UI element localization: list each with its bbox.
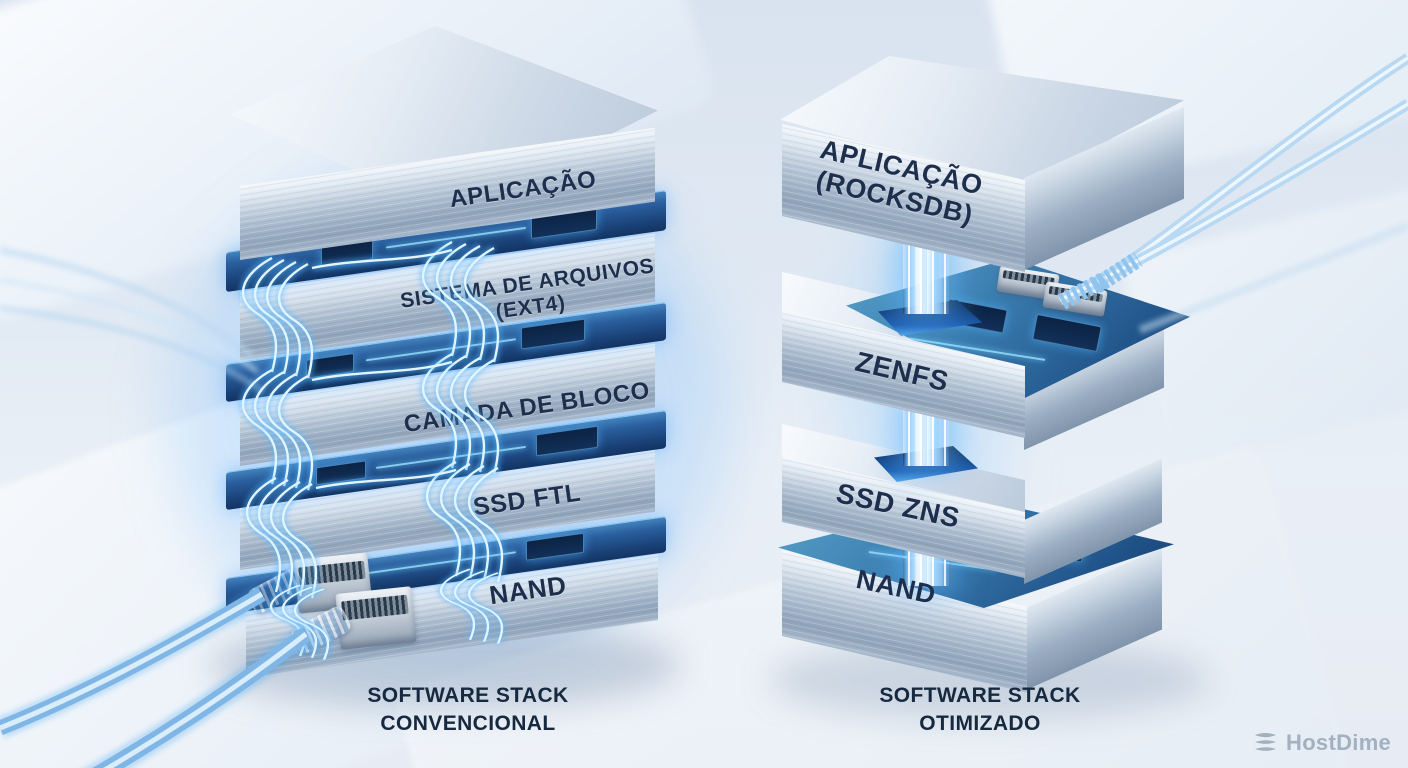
left-stack-title: SOFTWARE STACK CONVENCIONAL <box>367 684 569 736</box>
right-stack-title: SOFTWARE STACK OTIMIZADO <box>879 684 1081 736</box>
brand-watermark: HostDime <box>1252 730 1391 756</box>
brand-watermark-text: HostDime <box>1286 730 1392 755</box>
database-stack-icon <box>1252 730 1279 756</box>
